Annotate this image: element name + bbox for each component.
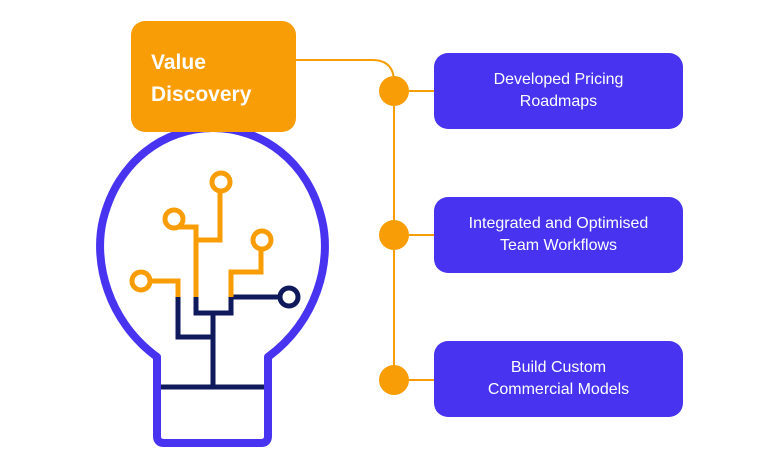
lightbulb-circuit-icon [96, 124, 329, 447]
title-line-2: Discovery [151, 83, 252, 106]
timeline-dot-3 [379, 365, 409, 395]
step-1-line-1: Developed Pricing [493, 71, 624, 88]
step-3-line-2: Commercial Models [487, 381, 630, 398]
circuit-branches-orange [148, 189, 264, 297]
timeline-dots [379, 76, 409, 395]
circuit-node-top [209, 170, 233, 194]
step-box-2: Integrated and Optimised Team Workflows [434, 197, 683, 273]
step-3-line-1: Build Custom [510, 359, 607, 376]
step-2-line-1: Integrated and Optimised [468, 215, 649, 232]
title-connector [296, 59, 395, 380]
step-box-1: Developed Pricing Roadmaps [434, 53, 683, 129]
step-box-3: Build Custom Commercial Models [434, 341, 683, 417]
connector-lines [296, 59, 434, 381]
bulb-outline [96, 124, 329, 447]
circuit-node-upper-left [162, 207, 186, 231]
step-1-line-2: Roadmaps [519, 93, 598, 110]
title-box: Value Discovery [131, 21, 296, 132]
title-line-1: Value [151, 51, 206, 74]
timeline-dot-1 [379, 76, 409, 106]
timeline-dot-2 [379, 220, 409, 250]
circuit-node-navy [277, 285, 301, 309]
step-2-line-2: Team Workflows [499, 237, 618, 254]
circuit-node-left [129, 269, 153, 293]
circuit-node-right [250, 228, 274, 252]
